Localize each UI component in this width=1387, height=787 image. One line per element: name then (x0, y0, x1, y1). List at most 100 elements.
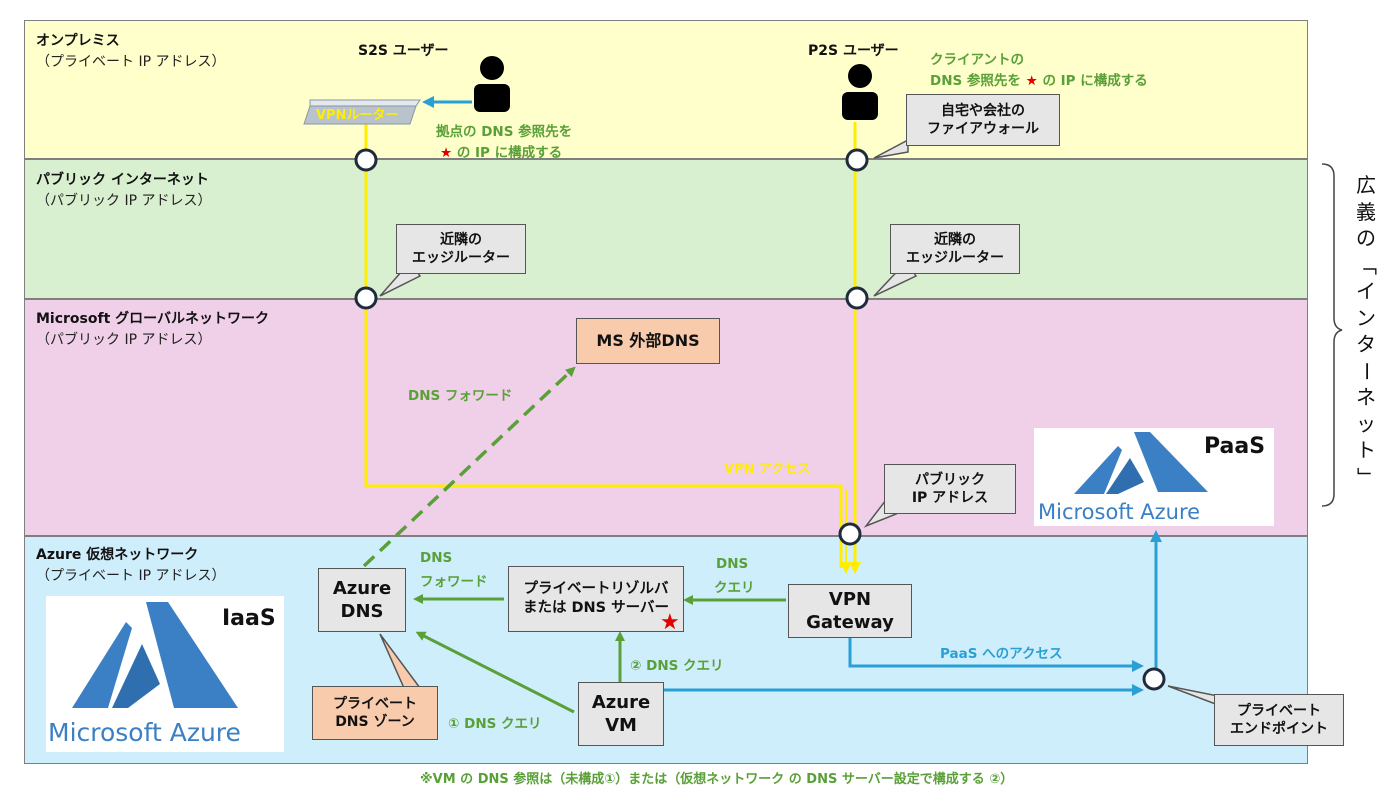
callout-line: IP アドレス (911, 490, 989, 506)
public-ip-callout: パブリック IP アドレス (884, 464, 1016, 514)
private-dns-zone-callout: プライベート DNS ゾーン (312, 686, 438, 740)
azure-logo-icon (72, 602, 238, 708)
azure-dns-box: Azure DNS (318, 568, 406, 632)
side-label-broad-internet: 広 義 の 「 イ ン タ ー ネ ッ ト 」 (1352, 172, 1380, 490)
dns-forward-label-line1: DNS (420, 550, 453, 566)
ms-external-dns-box: MS 外部DNS (576, 318, 720, 364)
onprem-title: オンプレミス (36, 33, 120, 49)
ms-network-subtitle: （パブリック IP アドレス） (36, 332, 212, 348)
dns-forward-dashed-arrow (362, 366, 576, 568)
site-dns-note-line1: 拠点の DNS 参照先を (436, 124, 573, 140)
vpn-router-icon (303, 99, 421, 125)
dns-forward-upper-label: DNS フォワード (408, 388, 513, 404)
callout-line: パブリック (915, 471, 985, 488)
paas-tag: PaaS (1204, 434, 1266, 459)
node-s2s-internet (354, 148, 378, 172)
footnote: ※VM の DNS 参照は（未構成①）または（仮想ネットワーク の DNS サー… (420, 772, 1014, 787)
azure-vm-box: Azure VM (578, 682, 664, 746)
firewall-callout-tail (873, 138, 909, 159)
client-dns-note-line2: DNS 参照先を ★ の IP に構成する (930, 69, 1148, 89)
star-icon: ★ (1025, 73, 1038, 89)
box-line: VM (605, 715, 637, 736)
p2s-user-icon (842, 64, 878, 120)
box-line: DNS (340, 601, 384, 622)
box-line: または DNS サーバー (522, 600, 670, 616)
side-char: 」 (1354, 466, 1379, 487)
paas-access-path (848, 637, 1144, 672)
ms-dns-label: MS 外部DNS (596, 330, 700, 350)
vpn-gateway-box: VPN Gateway (788, 584, 912, 638)
side-char: ネ (1356, 385, 1376, 409)
edge-router-right-callout: 近隣の エッジルーター (890, 224, 1020, 274)
callout-line: 近隣の (934, 231, 976, 248)
p2s-user-label: P2S ユーザー (808, 43, 899, 59)
box-line: プライベートリゾルバ (523, 581, 669, 598)
private-endpoint-callout: プライベート エンドポイント (1214, 694, 1344, 746)
callout-line: プライベート (333, 695, 417, 712)
iaas-microsoft-azure-wordmark: Microsoft Azure (48, 718, 241, 747)
side-char: ト (1356, 438, 1376, 462)
callout-line: 近隣の (440, 231, 482, 248)
side-char: ー (1354, 360, 1379, 381)
box-line: Azure (332, 577, 392, 599)
onprem-subtitle: （プライベート IP アドレス） (36, 54, 226, 70)
azure-vnet-subtitle: （プライベート IP アドレス） (36, 568, 226, 584)
s2s-user-label: S2S ユーザー (358, 43, 449, 59)
azure-vnet-title: Azure 仮想ネットワーク (36, 547, 199, 563)
internet-title: パブリック インターネット (36, 172, 209, 188)
side-char: ン (1356, 305, 1376, 330)
node-s2s-msnet (354, 286, 378, 310)
dns-query-2-label: ② DNS クエリ (630, 658, 724, 674)
site-dns-note-line2: ★ の IP に構成する (440, 141, 562, 161)
private-resolver-box: プライベートリゾルバ または DNS サーバー (508, 566, 684, 632)
box-line: Azure (591, 691, 651, 713)
side-brace (1321, 163, 1343, 507)
vpn-access-label: VPN アクセス (724, 462, 811, 477)
onprem-band (24, 20, 1308, 159)
node-p2s-internet (845, 148, 869, 172)
star-icon: ★ (440, 145, 453, 161)
side-char: タ (1356, 332, 1376, 356)
box-line: VPN (828, 588, 872, 610)
dns-query-1-label: ① DNS クエリ (448, 716, 542, 732)
callout-line: ファイアウォール (927, 121, 1039, 137)
dns-query-label-line2: クエリ (714, 580, 755, 596)
node-public-ip (838, 522, 862, 546)
side-char: イ (1356, 279, 1376, 303)
dns-query-label-line1: DNS (716, 556, 749, 572)
callout-line: DNS ゾーン (335, 714, 415, 730)
vpn-path-p2s (840, 122, 861, 574)
paas-logo-panel: PaaS Microsoft Azure (1034, 428, 1274, 526)
callout-line: プライベート (1237, 702, 1321, 719)
node-private-endpoint (1142, 667, 1166, 691)
box-line: Gateway (806, 612, 894, 633)
side-char: ッ (1356, 411, 1376, 436)
vm-to-azuredns-arrow (415, 631, 575, 714)
ms-network-title: Microsoft グローバルネットワーク (36, 311, 270, 327)
edge-router-left-callout: 近隣の エッジルーター (396, 224, 526, 274)
internet-subtitle: （パブリック IP アドレス） (36, 193, 212, 209)
callout-line: エッジルーター (906, 250, 1004, 266)
resolver-star-icon: ★ (660, 610, 680, 635)
client-dns-note-text-a: DNS 参照先を (930, 73, 1021, 89)
callout-line: 自宅や会社の (941, 102, 1025, 119)
client-dns-note-text-b: の IP に構成する (1042, 73, 1148, 89)
private-dns-zone-callout-tail (379, 633, 422, 689)
dns-forward-label-line2: フォワード (420, 574, 488, 590)
vpn-router-label: VPNルーター (316, 108, 399, 123)
client-dns-note-line1: クライアントの (930, 52, 1024, 68)
s2s-user-icon (474, 56, 510, 112)
iaas-tag: IaaS (222, 606, 276, 631)
internet-band (24, 159, 1308, 299)
firewall-callout: 自宅や会社の ファイアウォール (906, 94, 1060, 146)
paas-microsoft-azure-wordmark: Microsoft Azure (1038, 500, 1201, 524)
paas-access-label: PaaS へのアクセス (940, 646, 1063, 662)
side-char: 義 (1356, 199, 1376, 224)
callout-line: エッジルーター (412, 250, 510, 266)
side-char: 広 (1356, 173, 1376, 197)
side-char: 「 (1354, 254, 1379, 275)
node-p2s-msnet (845, 286, 869, 310)
azure-logo-icon (1074, 432, 1208, 494)
side-char: の (1356, 226, 1376, 250)
